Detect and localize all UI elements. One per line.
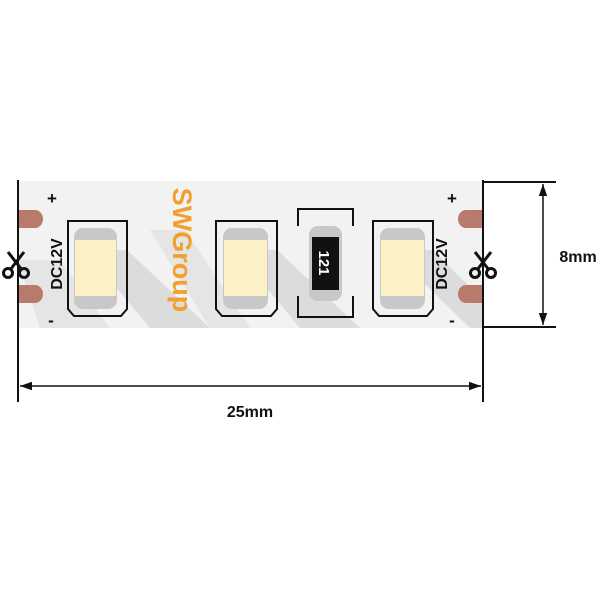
width-label: 25mm — [227, 404, 273, 421]
led-chip-3 — [372, 220, 434, 317]
voltage-label-left: DC12V — [49, 238, 66, 290]
resistor: 121 — [297, 208, 354, 318]
voltage-label-right: DC12V — [434, 238, 451, 290]
dimension-lines — [17, 180, 556, 402]
scissors-icon — [469, 251, 497, 279]
solder-pads — [18, 210, 483, 303]
height-label: 8mm — [559, 249, 596, 266]
brand-logo: SWGroup — [167, 188, 197, 312]
minus-sign-left: - — [48, 311, 54, 330]
resistor-code: 121 — [315, 250, 332, 275]
plus-sign-left: + — [47, 189, 57, 208]
led-chip-2 — [215, 220, 278, 317]
minus-sign-right: - — [449, 311, 455, 330]
led-chip-1 — [67, 220, 128, 317]
plus-sign-right: + — [447, 189, 457, 208]
